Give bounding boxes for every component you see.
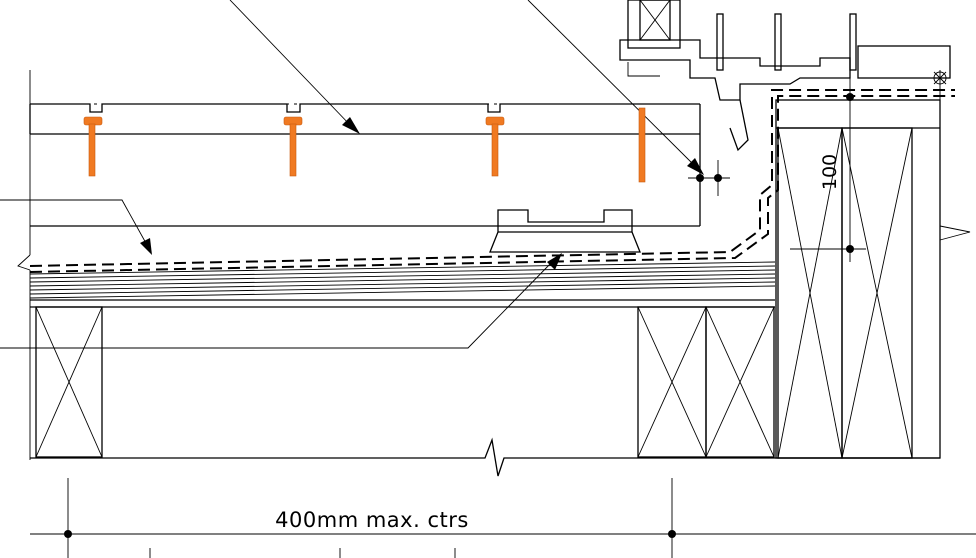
joist-spacing-label: 400mm max. ctrs bbox=[275, 508, 469, 532]
timber-wall-plate bbox=[775, 70, 971, 459]
composite-decking-board bbox=[29, 103, 701, 227]
setting-out-points bbox=[688, 70, 866, 262]
decking-fixing-screw bbox=[83, 107, 646, 183]
floor-joist bbox=[35, 306, 775, 458]
leader-line-upstand bbox=[527, 0, 704, 175]
leader-line-membrane bbox=[0, 199, 152, 255]
spacing-dimension-line bbox=[30, 478, 976, 558]
door-threshold-frame bbox=[619, 0, 951, 152]
waterproof-membrane bbox=[29, 89, 955, 273]
pedestal-support bbox=[489, 209, 641, 253]
upstand-height-dimension: 100 bbox=[819, 154, 841, 190]
left-wall-line bbox=[17, 70, 31, 460]
firrings bbox=[29, 261, 776, 308]
leader-line-deck-board bbox=[229, 0, 360, 134]
ceiling-line bbox=[30, 437, 940, 477]
